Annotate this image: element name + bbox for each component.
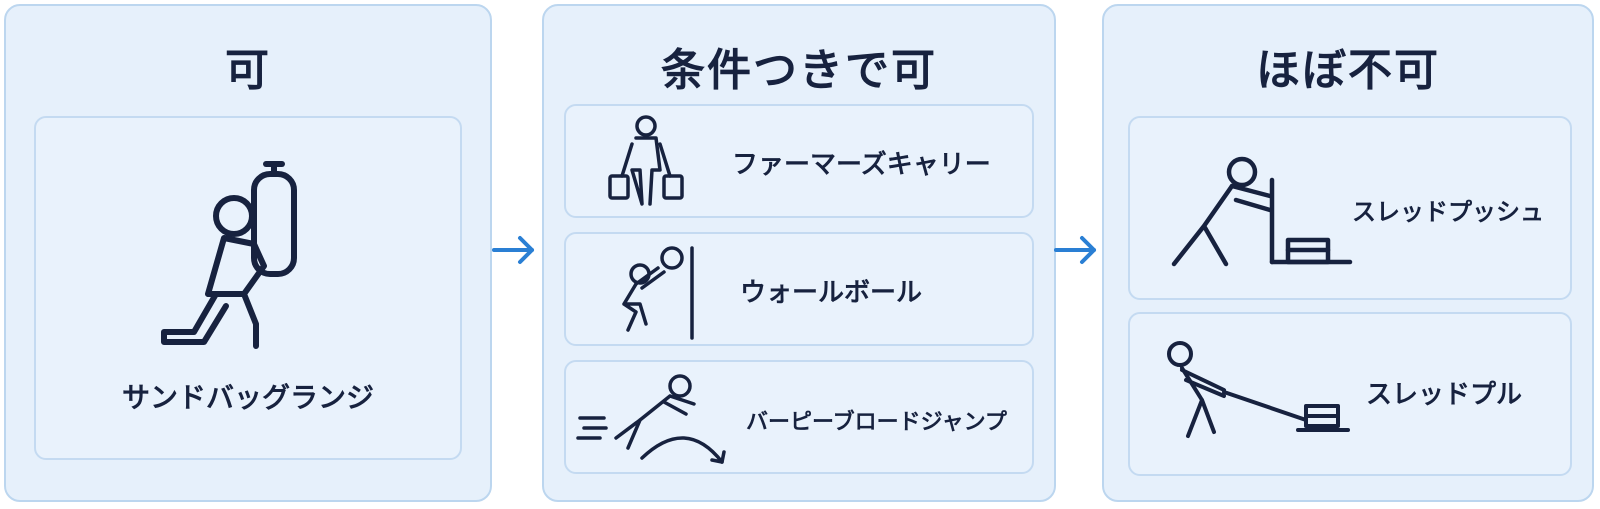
right-arrow-icon xyxy=(1052,232,1102,268)
item-label: ウォールボール xyxy=(740,278,923,308)
item-card-sled-pull: スレッドプル xyxy=(1128,312,1572,476)
column-nearly-impossible: ほぼ不可 スレッドプッシュ xyxy=(1102,4,1594,502)
item-card-sled-push: スレッドプッシュ xyxy=(1128,116,1572,300)
column-conditional: 条件つきで可 ファーマーズキャリー ウォールボール xyxy=(542,4,1056,502)
wall-ball-icon xyxy=(602,242,702,340)
item-card-wall-ball: ウォールボール xyxy=(564,232,1034,346)
column-title: 可 xyxy=(225,45,271,96)
column-title: 条件つきで可 xyxy=(661,45,937,96)
item-card-sandbag-lunge: サンドバッグランジ xyxy=(34,116,462,460)
right-arrow-icon xyxy=(490,232,540,268)
item-label: バーピーブロードジャンプ xyxy=(746,410,1007,435)
item-card-burpee-broad-jump: バーピーブロードジャンプ xyxy=(564,360,1034,474)
column-allowed: 可 サンドバッグランジ xyxy=(4,4,492,502)
item-label: スレッドプッシュ xyxy=(1352,198,1544,226)
item-card-farmers-carry: ファーマーズキャリー xyxy=(564,104,1034,218)
farmers-carry-icon xyxy=(606,114,686,210)
sandbag-lunge-icon xyxy=(146,154,326,354)
column-title: ほぼ不可 xyxy=(1256,45,1440,96)
sled-push-icon xyxy=(1164,152,1364,272)
item-label: サンドバッグランジ xyxy=(121,381,374,414)
sled-pull-icon xyxy=(1158,340,1358,450)
item-label: ファーマーズキャリー xyxy=(732,150,991,180)
burpee-broad-jump-icon xyxy=(576,368,726,468)
item-label: スレッドプル xyxy=(1366,380,1523,410)
